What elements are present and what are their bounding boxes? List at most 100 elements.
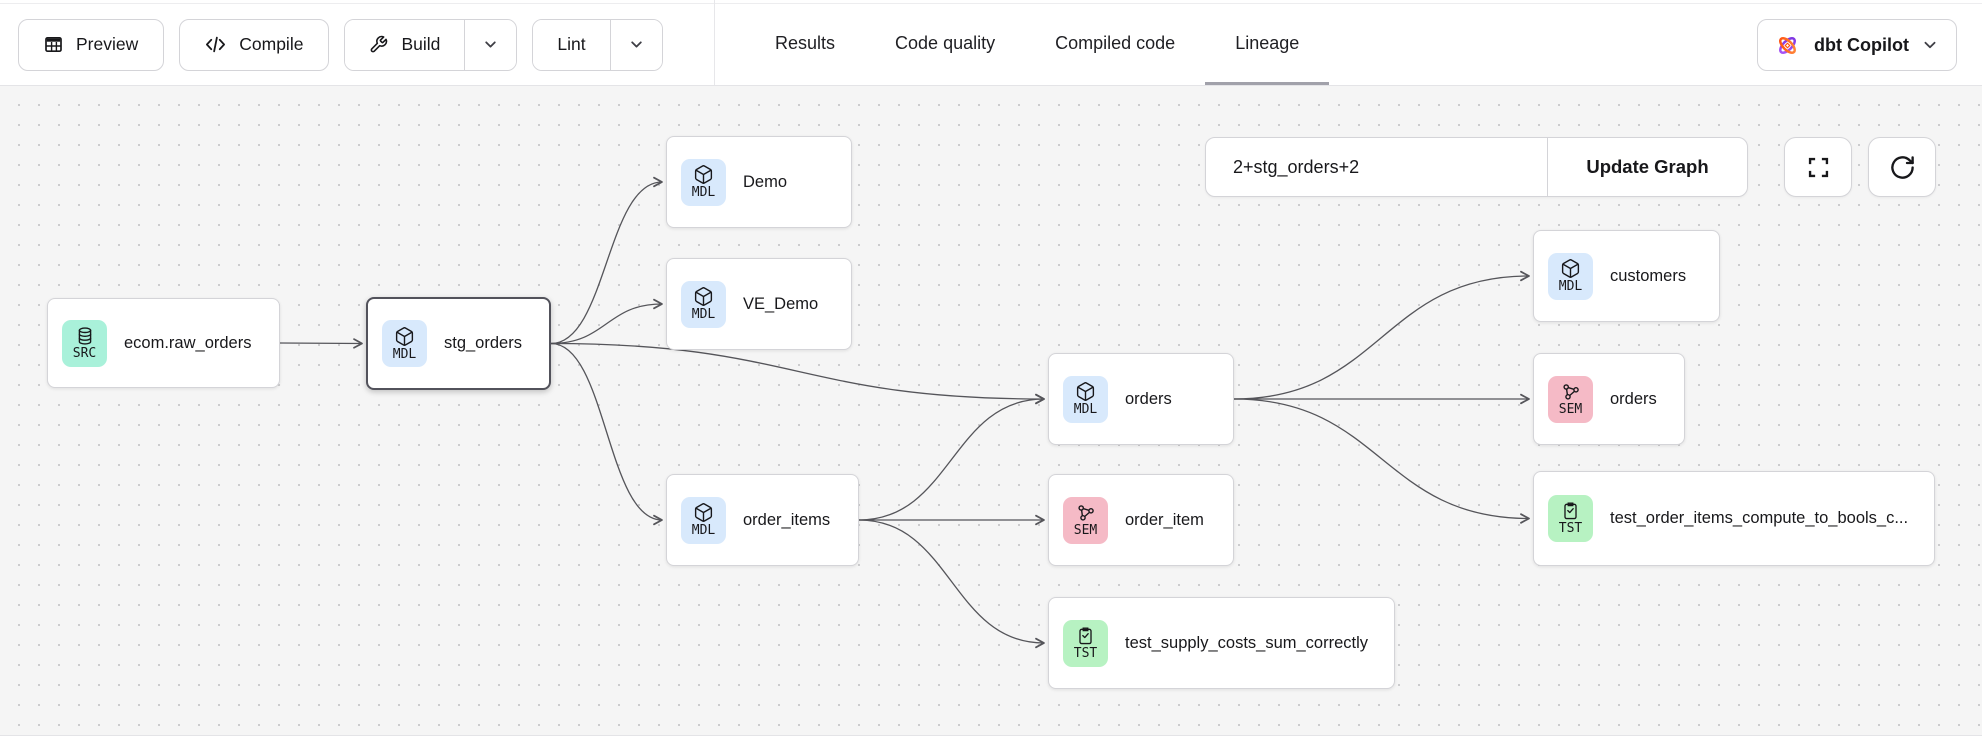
node-label: stg_orders <box>444 334 522 352</box>
dbt-copilot-button[interactable]: dbt Copilot <box>1757 19 1957 71</box>
build-options-button[interactable] <box>464 19 517 70</box>
database-icon <box>75 326 95 346</box>
node-type-badge: MDL <box>681 158 726 206</box>
chevron-down-icon <box>1922 37 1938 53</box>
tab-code-quality[interactable]: Code quality <box>865 4 1025 85</box>
node-type-label: SRC <box>72 345 97 361</box>
lineage-edge-stg-orders-to-orders-model <box>550 342 1045 405</box>
cube-icon <box>1075 381 1096 402</box>
ide-header: Preview Compile Build Lint <box>0 0 1982 86</box>
node-type-label: SEM <box>1073 522 1098 538</box>
node-type-badge: MDL <box>681 496 726 544</box>
lint-button-group: Lint <box>532 18 663 71</box>
lineage-node-order-items[interactable]: MDL order_items <box>666 474 859 566</box>
chevron-down-icon <box>629 37 644 52</box>
node-label: orders <box>1610 389 1657 408</box>
lint-options-button[interactable] <box>609 19 662 70</box>
cube-icon <box>693 502 714 523</box>
node-type-label: MDL <box>392 346 417 362</box>
tab-compiled-code[interactable]: Compiled code <box>1025 4 1205 85</box>
build-button-group: Build <box>344 18 518 71</box>
toolbar-tabs-divider <box>714 0 715 85</box>
node-type-label: TST <box>1073 645 1098 661</box>
node-label: test_supply_costs_sum_correctly <box>1125 633 1369 652</box>
code-icon <box>205 36 226 53</box>
fullscreen-button[interactable] <box>1784 137 1852 197</box>
lineage-selector-input[interactable] <box>1206 138 1547 196</box>
cube-icon <box>394 326 415 347</box>
lineage-node-demo[interactable]: MDL Demo <box>666 136 852 228</box>
node-type-label: SEM <box>1558 401 1583 417</box>
table-icon <box>44 35 63 54</box>
node-type-badge: SEM <box>1063 496 1108 544</box>
lineage-node-ecom-raw-orders[interactable]: SRC ecom.raw_orders <box>47 298 280 388</box>
node-label: order_item <box>1125 510 1204 529</box>
lineage-edge-orders-model-to-customers <box>1233 270 1530 400</box>
node-type-badge: MDL <box>382 320 427 367</box>
tab-lineage[interactable]: Lineage <box>1205 4 1330 85</box>
lineage-edge-stg-orders-to-demo <box>550 176 663 345</box>
lint-button[interactable]: Lint <box>533 19 610 70</box>
test-icon <box>1076 626 1095 646</box>
node-type-badge: SEM <box>1548 375 1593 423</box>
node-label: ecom.raw_orders <box>124 333 252 352</box>
node-type-label: MDL <box>1073 402 1098 418</box>
node-type-badge: MDL <box>1063 375 1108 423</box>
tab-results[interactable]: Results <box>745 4 865 85</box>
node-type-badge: TST <box>1063 619 1108 667</box>
semantic-model-icon <box>1076 503 1096 523</box>
semantic-model-icon <box>1561 382 1581 402</box>
lineage-edge-orders-model-to-test-order-items <box>1233 398 1530 524</box>
node-label: VE_Demo <box>743 294 819 313</box>
fullscreen-icon <box>1805 154 1832 181</box>
node-type-label: MDL <box>691 185 716 201</box>
refresh-icon <box>1889 154 1916 181</box>
refresh-button[interactable] <box>1868 137 1936 197</box>
node-type-badge: MDL <box>681 280 726 328</box>
node-type-badge: TST <box>1548 495 1593 542</box>
lineage-node-stg-orders[interactable]: MDL stg_orders <box>366 297 551 390</box>
dbt-copilot-label: dbt Copilot <box>1814 34 1909 55</box>
lineage-edge-ecom-raw-orders-to-stg-orders <box>279 338 363 349</box>
node-label: test_order_items_compute_to_bools_c... <box>1610 509 1909 527</box>
update-graph-button[interactable]: Update Graph <box>1547 138 1747 196</box>
lineage-node-orders-sem[interactable]: SEM orders <box>1533 353 1685 445</box>
compile-button[interactable]: Compile <box>179 18 330 71</box>
lineage-node-ve-demo[interactable]: MDL VE_Demo <box>666 258 852 350</box>
wrench-icon <box>369 35 388 54</box>
top-border-strip <box>0 0 1982 4</box>
node-type-label: MDL <box>691 523 716 539</box>
lineage-node-test-order-items[interactable]: TST test_order_items_compute_to_bools_c..… <box>1533 471 1935 566</box>
action-toolbar: Preview Compile Build Lint <box>0 18 663 71</box>
cube-icon <box>693 164 714 185</box>
lint-label: Lint <box>557 34 586 54</box>
lineage-node-customers[interactable]: MDL customers <box>1533 230 1720 322</box>
lineage-edge-order-items-to-orders-model <box>858 393 1045 521</box>
cube-icon <box>693 286 714 307</box>
bottom-border-strip <box>0 735 1982 746</box>
dbt-copilot-icon <box>1774 32 1801 59</box>
lineage-edge-order-items-to-test-supply-costs <box>858 519 1045 649</box>
lineage-node-order-item-sem[interactable]: SEM order_item <box>1048 474 1234 566</box>
node-label: orders <box>1125 389 1172 408</box>
node-label: customers <box>1610 266 1687 285</box>
node-type-label: TST <box>1558 521 1583 537</box>
lineage-node-orders-model[interactable]: MDL orders <box>1048 353 1234 445</box>
lineage-selector-group: Update Graph <box>1205 137 1748 197</box>
node-type-badge: MDL <box>1548 252 1593 300</box>
lineage-node-test-supply-costs[interactable]: TST test_supply_costs_sum_correctly <box>1048 597 1395 689</box>
build-label: Build <box>401 34 441 54</box>
chevron-down-icon <box>483 37 498 52</box>
preview-button[interactable]: Preview <box>18 18 165 71</box>
compile-label: Compile <box>239 34 304 54</box>
build-button[interactable]: Build <box>345 19 465 70</box>
lineage-edge-stg-orders-to-ve-demo <box>550 298 663 345</box>
node-type-label: MDL <box>691 307 716 323</box>
cube-icon <box>1560 258 1581 279</box>
node-label: order_items <box>743 510 831 529</box>
node-label: Demo <box>743 172 788 191</box>
preview-label: Preview <box>76 34 139 54</box>
lineage-edge-stg-orders-to-order-items <box>550 342 663 526</box>
